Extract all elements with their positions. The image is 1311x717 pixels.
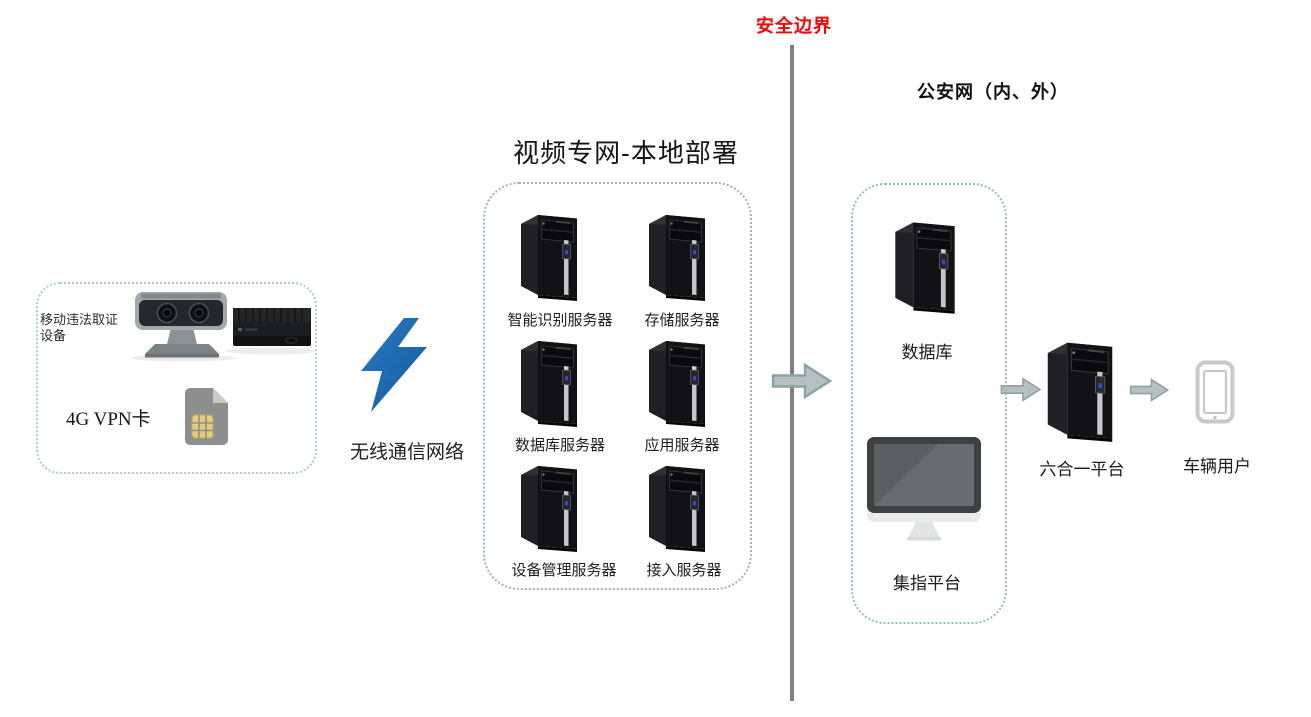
server-label: 设备管理服务器 [511,562,617,579]
server-label: 接入服务器 [646,562,722,579]
database-label: 数据库 [901,343,953,362]
mobile-device-label-line1: 移动违法取证 [40,312,119,327]
video-network-box [483,182,752,590]
mobile-device-label-line2: 设备 [40,328,67,343]
lightning-bolt-icon [359,318,429,412]
mobile-device-group-box [36,282,317,474]
smartphone-icon [1194,360,1236,424]
camera-device-icon [124,288,316,362]
wireless-network-label: 无线通信网络 [349,442,464,463]
server-label: 智能识别服务器 [507,312,613,329]
monitor-icon [863,434,985,542]
arrow-right-icon [770,361,834,401]
server-label: 存储服务器 [644,312,720,329]
server-label: 应用服务器 [644,437,720,454]
mobile-device-label: 移动违法取证 设备 [40,312,118,344]
server-tower-icon [644,211,710,301]
security-boundary-line [790,45,794,701]
server-label: 数据库服务器 [514,437,605,454]
police-network-box [851,183,1007,624]
command-platform-label: 集指平台 [893,574,961,593]
server-tower-icon [516,211,582,301]
server-tower-icon [1042,338,1118,442]
server-tower-icon [644,462,710,552]
six-in-one-platform-label: 六合一平台 [1039,460,1125,479]
vehicle-user-label: 车辆用户 [1183,457,1251,476]
arrow-right-icon [1127,377,1172,403]
sim-card-label: 4G VPN卡 [66,409,151,430]
sim-card-icon [185,388,228,445]
server-tower-icon [516,462,582,552]
server-tower-icon [890,217,960,315]
security-boundary-label: 安全边界 [756,16,832,36]
police-network-title: 公安网（内、外） [917,82,1069,102]
server-tower-icon [644,337,710,427]
video-network-title: 视频专网-本地部署 [513,138,739,168]
server-tower-icon [516,337,582,427]
